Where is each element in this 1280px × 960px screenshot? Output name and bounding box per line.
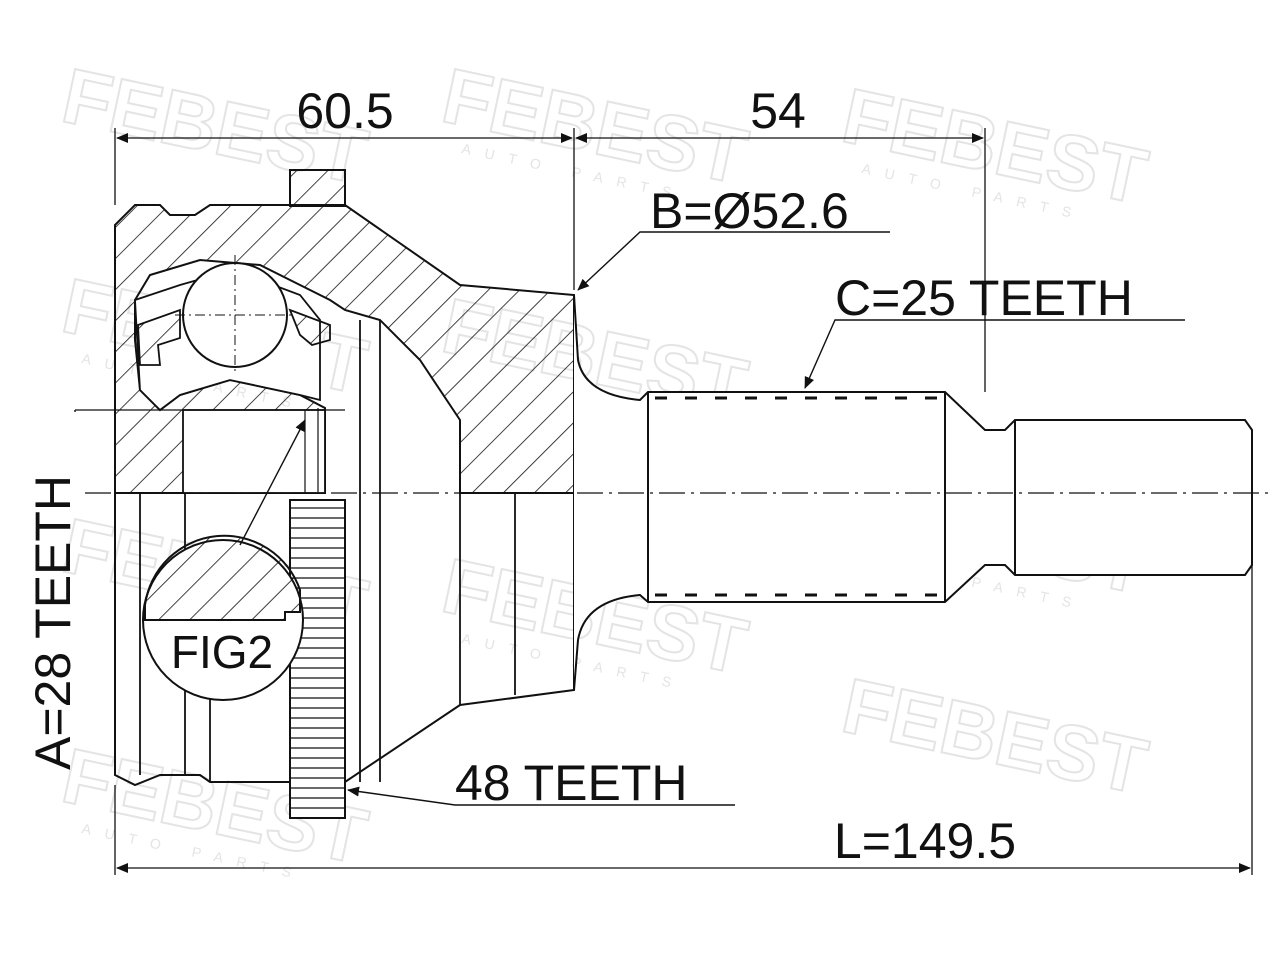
abs-ring <box>289 169 346 819</box>
leader-abs-teeth <box>347 786 735 806</box>
dimension-lines <box>116 133 1251 873</box>
dim-housing-length: 60.5 <box>296 83 393 139</box>
dim-abs-teeth: 48 TEETH <box>455 755 688 811</box>
leader-c-teeth <box>804 319 1185 389</box>
dim-total-length: L=149.5 <box>834 813 1016 869</box>
fig2-label: FIG2 <box>171 626 273 678</box>
dim-c-teeth: C=25 TEETH <box>835 270 1133 326</box>
cage <box>137 308 331 366</box>
leaders <box>74 231 1185 806</box>
leader-b-diameter <box>577 231 890 291</box>
extension-lines <box>114 128 1253 875</box>
ball <box>175 255 295 375</box>
dim-b-diameter: B=Ø52.6 <box>650 183 849 239</box>
watermark-brand: FEBEST <box>835 661 1154 811</box>
dim-shaft-length: 54 <box>750 83 806 139</box>
fig2-detail <box>142 419 306 701</box>
dim-a-teeth: A=28 TEETH <box>25 475 81 770</box>
